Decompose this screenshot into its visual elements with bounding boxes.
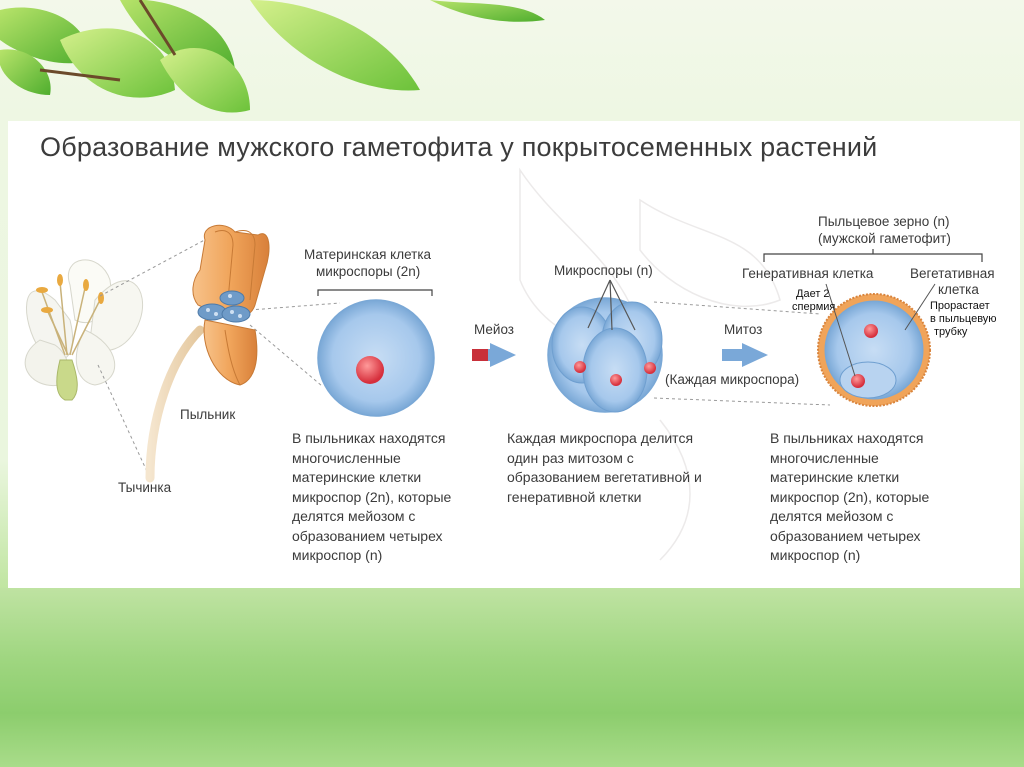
flower-illustration <box>25 260 142 400</box>
description-line: делятся мейозом с <box>292 507 451 527</box>
stamen-filament <box>150 330 200 478</box>
stamen-label: Тычинка <box>118 479 171 497</box>
description-line: микроспор (n) <box>292 546 451 566</box>
description-line: образованием четырех <box>292 527 451 547</box>
generative-cell-label: Генеративная клетка <box>742 265 873 283</box>
grows-tube-label-2: в пыльцевую <box>930 313 997 326</box>
meiosis-label: Мейоз <box>474 321 514 339</box>
pollen-grain <box>818 284 935 406</box>
anther-illustration <box>193 225 269 385</box>
pollen-grain-label-2: (мужской гаметофит) <box>818 230 951 248</box>
description-line: В пыльниках находятся <box>770 429 929 449</box>
description-line: генеративной клетки <box>507 488 702 508</box>
microspore-tetrad <box>548 280 662 412</box>
description-line: микроспор (2n), которые <box>292 488 451 508</box>
description-line: материнские клетки <box>770 468 929 488</box>
pollen-grain-bracket <box>764 254 982 262</box>
grows-tube-label-1: Прорастает <box>930 300 990 313</box>
description-left: В пыльниках находятся многочисленные мат… <box>292 429 451 566</box>
description-right: В пыльниках находятся многочисленные мат… <box>770 429 929 566</box>
pollen-grain-label-1: Пыльцевое зерно (n) <box>818 213 949 231</box>
mother-cell-bracket <box>318 290 432 296</box>
description-line: материнские клетки <box>292 468 451 488</box>
gives-2-sperm-label-2: спермия <box>792 301 835 314</box>
mother-cell-label-1: Материнская клетка <box>304 246 431 264</box>
microspores-label: Микроспоры (n) <box>554 262 653 280</box>
description-line: многочисленные <box>292 449 451 469</box>
mother-cell-label-2: микроспоры (2n) <box>316 263 420 281</box>
vegetative-cell-label-2: клетка <box>938 281 979 299</box>
meiosis-arrow <box>472 343 516 367</box>
description-line: образованием вегетативной и <box>507 468 702 488</box>
anther-label: Пыльник <box>180 406 235 424</box>
mitosis-label: Митоз <box>724 321 762 339</box>
gives-2-sperm-label-1: Дает 2 <box>796 288 830 301</box>
description-line: микроспор (2n), которые <box>770 488 929 508</box>
description-line: многочисленные <box>770 449 929 469</box>
description-line: В пыльниках находятся <box>292 429 451 449</box>
each-microspore-label: (Каждая микроспора) <box>665 371 799 389</box>
mitosis-arrow <box>722 343 768 367</box>
description-middle: Каждая микроспора делится один раз митоз… <box>507 429 702 507</box>
description-line: образованием четырех <box>770 527 929 547</box>
description-line: делятся мейозом с <box>770 507 929 527</box>
description-line: микроспор (n) <box>770 546 929 566</box>
grows-tube-label-3: трубку <box>934 326 967 339</box>
description-line: один раз митозом с <box>507 449 702 469</box>
description-line: Каждая микроспора делится <box>507 429 702 449</box>
mother-cell-nucleus <box>356 356 384 384</box>
